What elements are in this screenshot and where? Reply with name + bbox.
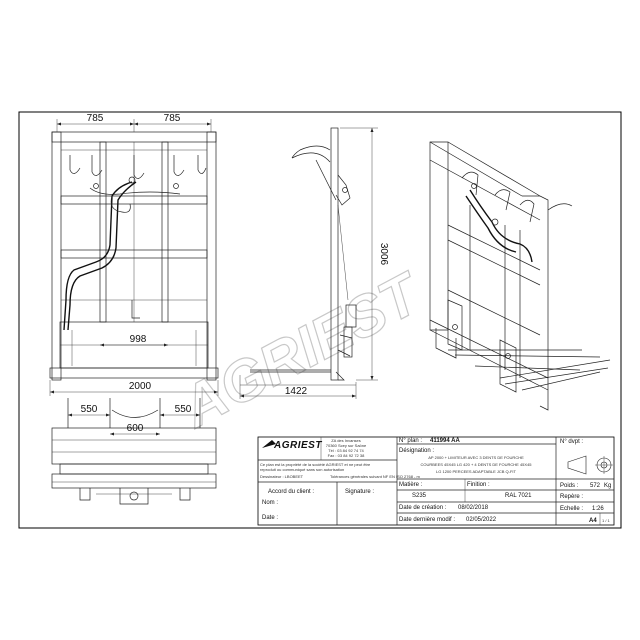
echelle-value: 1:26 xyxy=(592,506,604,512)
company-fax: Fax : 03 84 92 72 38 xyxy=(328,453,365,458)
sheet-border xyxy=(18,111,622,529)
poids-unit: Kg xyxy=(604,483,611,489)
plan-number-value: 411994 AA xyxy=(430,438,460,444)
company-address-1: ZA des Invanses xyxy=(331,438,361,443)
signature-label: Signature : xyxy=(345,489,374,495)
client-agreement-label: Accord du client : xyxy=(268,489,314,495)
poids-label: Poids : xyxy=(560,483,579,489)
designer-label: Dessinateur : LBOBEET xyxy=(260,474,304,479)
matiere-label: Matière : xyxy=(399,482,423,488)
dim-front-total: 2000 xyxy=(129,381,152,392)
poids-value: 572 xyxy=(590,483,601,489)
dim-side-height: 3006 xyxy=(378,243,389,266)
echelle-label: Echelle : xyxy=(560,506,583,512)
top-view-dimensions: 550 550 600 xyxy=(68,404,200,436)
isometric-view xyxy=(429,141,611,411)
dim-side-depth: 1422 xyxy=(285,386,308,397)
client-date-label: Date : xyxy=(262,515,278,521)
dim-front-top-right: 785 xyxy=(164,113,181,124)
creation-date-value: 08/02/2018 xyxy=(458,505,489,511)
company-logo: AGRIEST xyxy=(273,440,322,451)
last-modif-value: 02/05/2022 xyxy=(466,517,497,523)
page-value: 1 / 1 xyxy=(602,518,611,523)
client-name-label: Nom : xyxy=(262,500,278,506)
property-notice-line2: reproduit ou communiqué sans son autoris… xyxy=(260,467,344,472)
finition-value: RAL 7021 xyxy=(505,493,532,499)
designation-line2: COURBEES 45X45 LG 420 + 4 DENTS DE FOURC… xyxy=(420,462,532,467)
front-view-dimensions: 785 785 998 2000 xyxy=(49,113,219,396)
title-block: AGRIEST ZA des Invanses 70360 Scey sur S… xyxy=(257,436,615,526)
projection-symbol-icon xyxy=(567,455,587,475)
company-address-2: 70360 Scey sur Saône xyxy=(326,443,367,448)
property-notice-line1: Ce plan est la propriété de la société A… xyxy=(260,462,371,467)
dim-top-center: 600 xyxy=(127,423,144,434)
dvpt-label: N° dvpt : xyxy=(560,439,583,445)
dim-top-left: 550 xyxy=(81,404,98,415)
agriest-logo-icon xyxy=(262,440,276,448)
designation-line3: LG 1200 PERCEES ADAPTABLE JCB Q-FIT xyxy=(436,469,517,474)
matiere-value: S235 xyxy=(412,493,427,499)
designation-label: Désignation : xyxy=(399,448,434,454)
plan-number-label: N° plan : xyxy=(399,438,422,444)
side-view-dimensions: 3006 1422 xyxy=(239,127,389,399)
dim-top-right: 550 xyxy=(175,404,192,415)
tolerances-note: Tolérances générales suivant NF EN ISO 2… xyxy=(330,474,420,479)
designation-line1: AP 2000 + LIMITEUR AVEC 3 DENTS DE FOURC… xyxy=(428,455,524,460)
repere-label: Repère : xyxy=(560,494,583,500)
creation-date-label: Date de création : xyxy=(399,505,447,511)
finition-label: Finition : xyxy=(467,482,490,488)
format-value: A4 xyxy=(589,518,597,524)
last-modif-label: Date dernière modif : xyxy=(399,517,455,523)
dim-front-top-left: 785 xyxy=(87,113,104,124)
dim-front-inner: 998 xyxy=(130,334,147,345)
watermark-text: AGRIEST xyxy=(170,259,434,441)
side-view xyxy=(250,127,357,381)
top-view xyxy=(51,398,217,505)
front-view xyxy=(49,131,219,381)
company-phone: Tél : 03 84 92 74 74 xyxy=(328,448,364,453)
